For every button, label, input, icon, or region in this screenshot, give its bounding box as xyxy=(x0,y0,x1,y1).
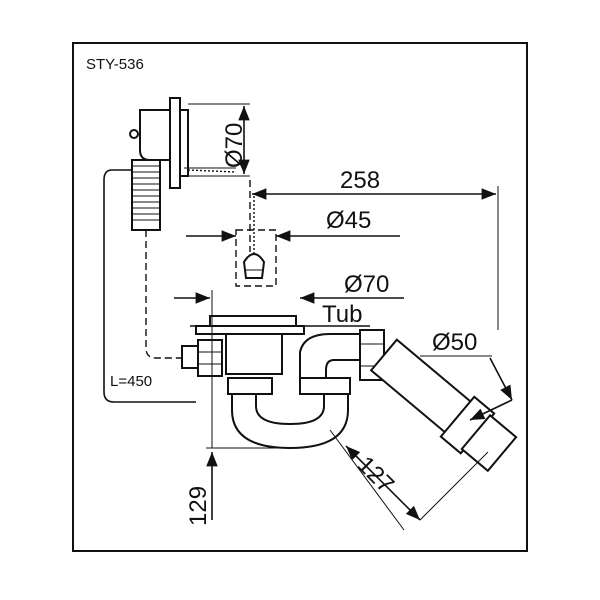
cable-dashed xyxy=(145,230,186,359)
overflow-diameter-label: Ø70 xyxy=(221,123,248,168)
drain-diameter-label: Ø70 xyxy=(344,271,389,298)
overflow-assembly xyxy=(129,97,250,231)
tub-label: Tub xyxy=(322,301,362,328)
model-number: STY-536 xyxy=(86,56,144,73)
cable-length-label: L=450 xyxy=(110,373,152,390)
height-label: 129 xyxy=(185,486,212,526)
outlet-diameter-arrow-2 xyxy=(469,399,513,421)
plug-diameter-label: Ø45 xyxy=(326,207,371,234)
cable-outline xyxy=(103,169,196,403)
outlet-diameter-label: Ø50 xyxy=(432,329,477,356)
outlet-length-dimension xyxy=(345,445,421,521)
drain-body xyxy=(181,315,385,450)
length-label: 258 xyxy=(340,167,380,194)
drawing-frame xyxy=(72,42,528,552)
plug-assembly xyxy=(235,196,277,287)
outlet-diameter-arrow-1 xyxy=(489,357,513,401)
